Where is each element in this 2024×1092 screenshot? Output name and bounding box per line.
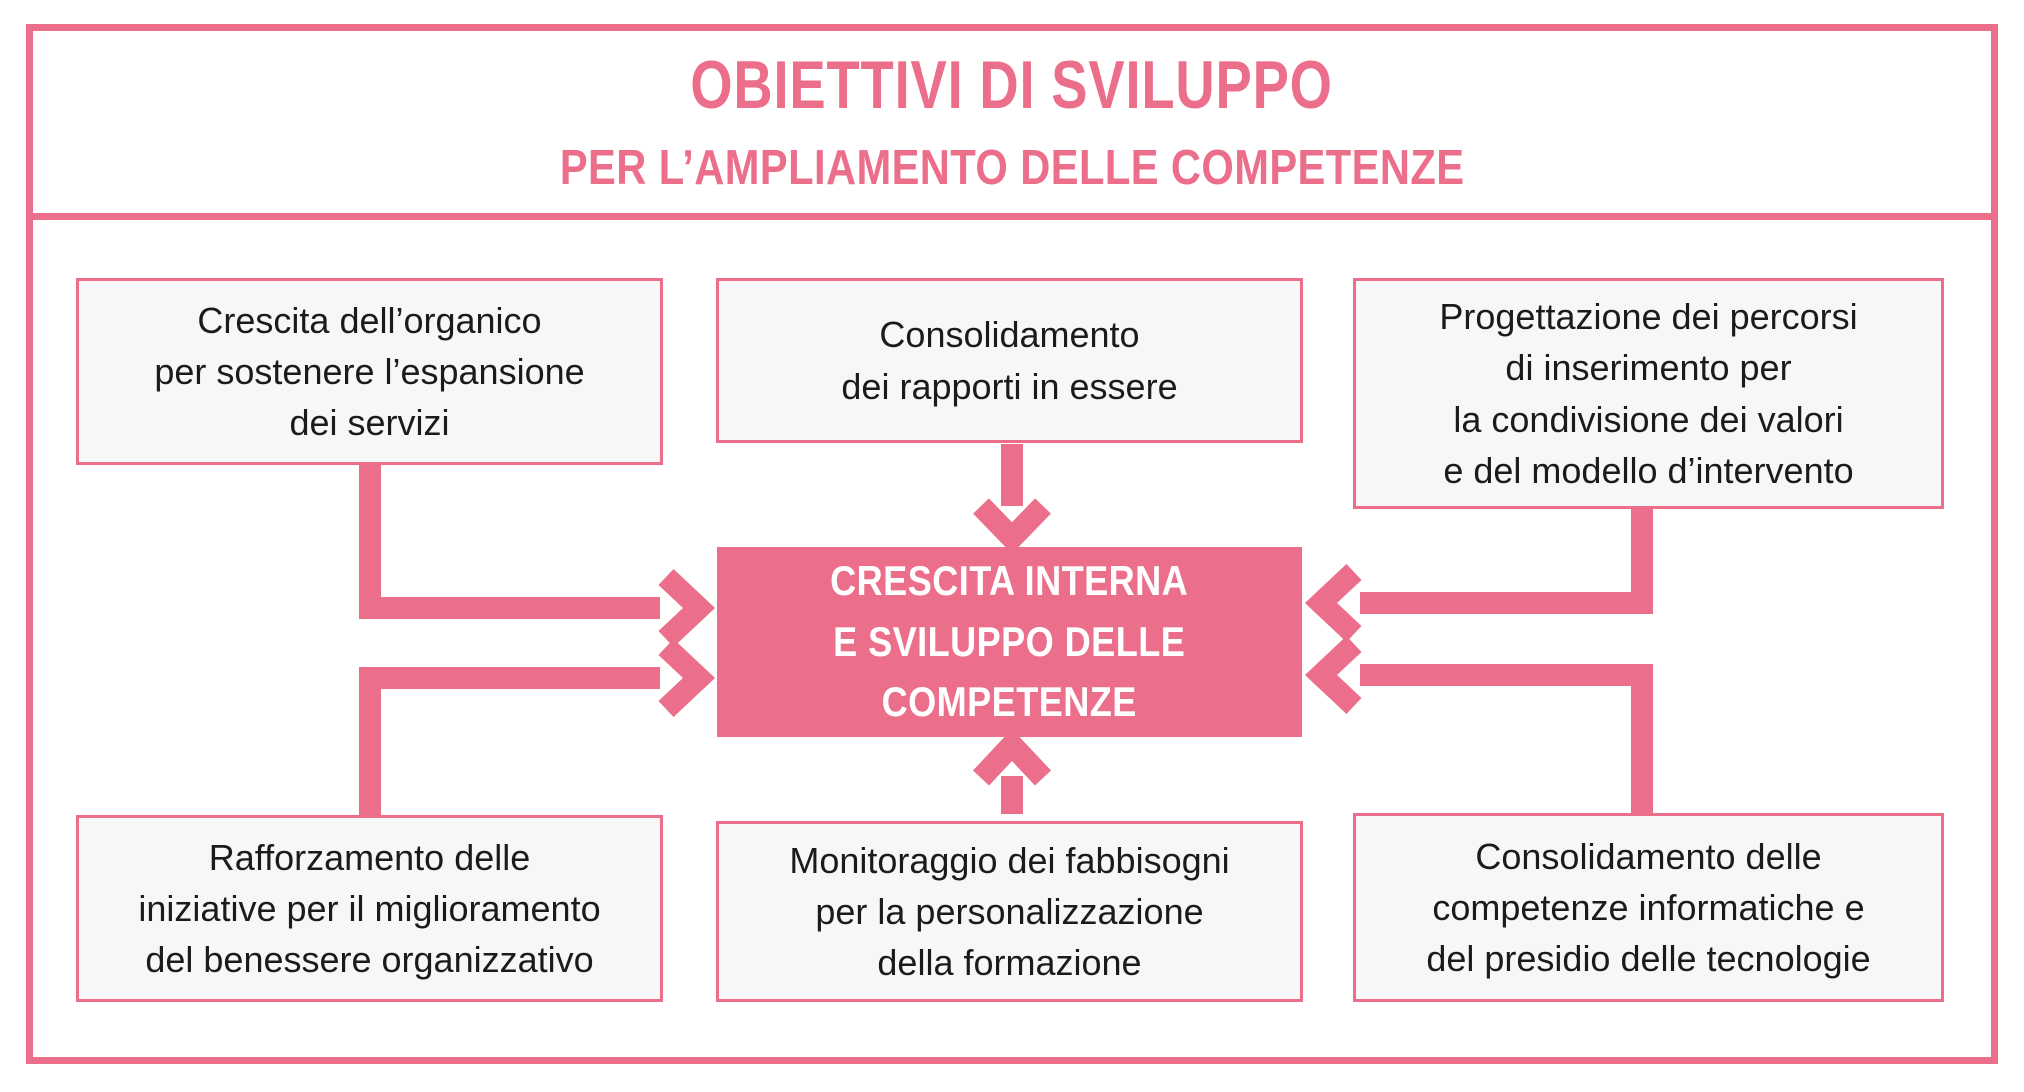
- node-text: Consolidamento dei rapporti in essere: [841, 314, 1178, 407]
- outer-frame: [26, 24, 1998, 1064]
- header-divider: [26, 213, 1998, 220]
- node-crescita-organico: Crescita dell’organico per sostenere l’e…: [76, 278, 663, 465]
- node-rafforzamento-iniziative: Rafforzamento delle iniziative per il mi…: [76, 815, 663, 1002]
- node-text: Monitoraggio dei fabbisogni per la perso…: [789, 839, 1230, 984]
- node-progettazione-percorsi: Progettazione dei percorsi di inseriment…: [1353, 278, 1944, 509]
- central-node-label: CRESCITA INTERNA E SVILUPPO DELLE COMPET…: [830, 556, 1189, 726]
- node-text: Rafforzamento delle iniziative per il mi…: [138, 836, 601, 981]
- node-text: Crescita dell’organico per sostenere l’e…: [154, 299, 585, 444]
- node-text: Consolidamento delle competenze informat…: [1426, 835, 1871, 980]
- diagram-header: OBIETTIVI DI SVILUPPO PER L’AMPLIAMENTO …: [33, 31, 1991, 213]
- page-title: OBIETTIVI DI SVILUPPO: [690, 46, 1334, 123]
- node-consolidamento-competenze: Consolidamento delle competenze informat…: [1353, 813, 1944, 1002]
- node-consolidamento-rapporti: Consolidamento dei rapporti in essere: [716, 278, 1303, 443]
- page-subtitle: PER L’AMPLIAMENTO DELLE COMPETENZE: [559, 140, 1465, 195]
- node-monitoraggio-fabbisogni: Monitoraggio dei fabbisogni per la perso…: [716, 821, 1303, 1002]
- node-central-crescita-interna: CRESCITA INTERNA E SVILUPPO DELLE COMPET…: [717, 547, 1302, 737]
- node-text: Progettazione dei percorsi di inseriment…: [1439, 296, 1858, 491]
